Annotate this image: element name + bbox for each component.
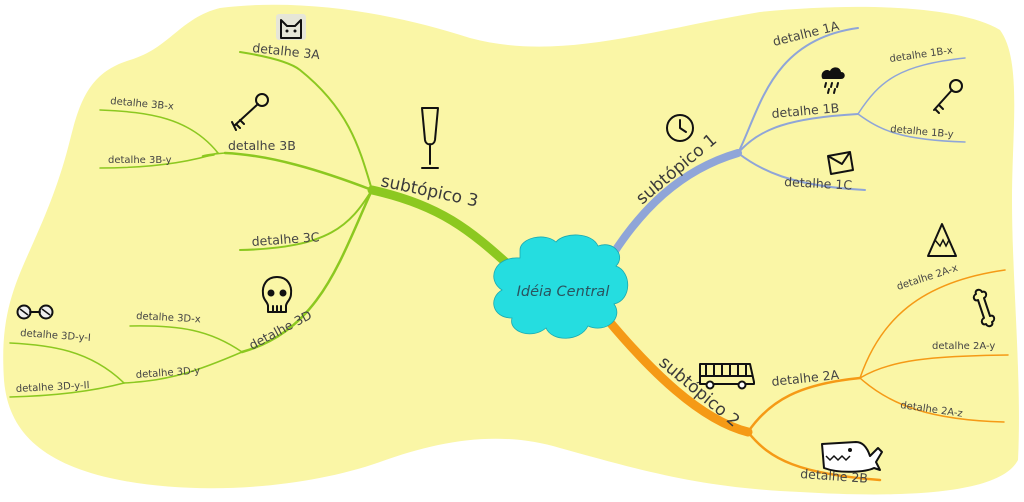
branch-topic3 bbox=[9, 51, 517, 398]
central-label: Idéia Central bbox=[517, 284, 610, 300]
branch-topic1 bbox=[604, 27, 966, 266]
background-blob bbox=[3, 4, 1019, 495]
bone-icon bbox=[972, 288, 996, 328]
whale-icon bbox=[821, 441, 883, 473]
glasses-icon bbox=[16, 304, 54, 320]
envelope-icon bbox=[827, 151, 854, 175]
skull-icon bbox=[261, 276, 293, 313]
mountain-icon bbox=[927, 223, 957, 257]
detail-3b-label[interactable]: detalhe 3B bbox=[228, 138, 296, 153]
detail-3c-label[interactable]: detalhe 3C bbox=[251, 229, 320, 249]
central-node[interactable]: Idéia Central bbox=[493, 234, 629, 339]
branch-topic2 bbox=[603, 269, 1009, 482]
champagne-glass-icon bbox=[421, 107, 439, 169]
raincloud-icon bbox=[821, 67, 845, 94]
clock-icon bbox=[666, 114, 694, 142]
detail-3b-y-label[interactable]: detalhe 3B-y bbox=[108, 155, 172, 166]
cat-icon bbox=[276, 14, 306, 40]
detail-3d-x-label[interactable]: detalhe 3D-x bbox=[136, 311, 201, 325]
detail-3d-y-ii-label[interactable]: detalhe 3D-y-II bbox=[16, 380, 90, 395]
detail-3a-label[interactable]: detalhe 3A bbox=[252, 40, 321, 62]
detail-1b-label[interactable]: detalhe 1B bbox=[771, 100, 840, 121]
detail-3d-y-label[interactable]: detalhe 3D-y bbox=[135, 366, 200, 381]
bus-icon bbox=[699, 363, 755, 390]
detail-2a-label[interactable]: detalhe 2A bbox=[771, 367, 840, 389]
detail-1c-label[interactable]: detalhe 1C bbox=[784, 174, 853, 193]
key-icon bbox=[231, 93, 269, 131]
detail-2a-y-label[interactable]: detalhe 2A-y bbox=[932, 341, 995, 352]
key-icon bbox=[933, 79, 963, 114]
detail-3d-y-i-label[interactable]: detalhe 3D-y-I bbox=[20, 328, 91, 344]
